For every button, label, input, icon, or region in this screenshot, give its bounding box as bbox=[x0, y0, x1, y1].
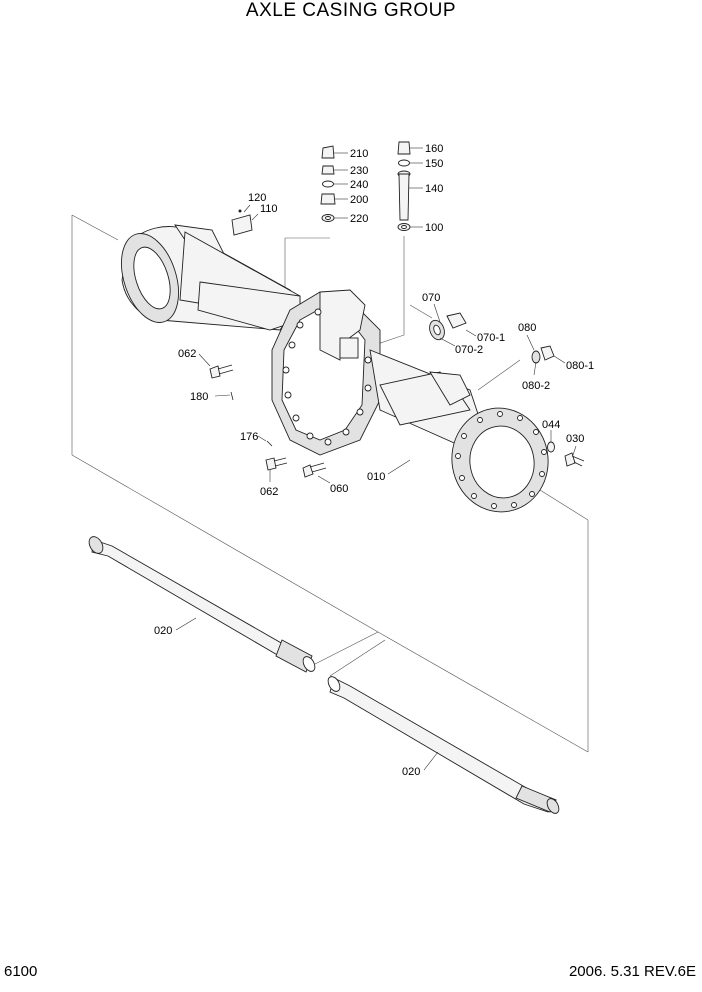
plug-080-group bbox=[531, 345, 555, 364]
plug-stack bbox=[320, 145, 336, 222]
label-020-right: 020 bbox=[402, 766, 420, 778]
label-080: 080 bbox=[518, 322, 536, 334]
label-176: 176 bbox=[240, 431, 258, 443]
label-220: 220 bbox=[350, 213, 368, 225]
label-080-2: 080-2 bbox=[522, 380, 550, 392]
label-160: 160 bbox=[425, 143, 443, 155]
flange-bolt-holes bbox=[455, 411, 547, 509]
label-070: 070 bbox=[422, 292, 440, 304]
breather-stack bbox=[397, 141, 411, 231]
label-100: 100 bbox=[425, 222, 443, 234]
label-200: 200 bbox=[350, 194, 368, 206]
label-030: 030 bbox=[566, 433, 584, 445]
revision-date: 2006. 5.31 REV.6E bbox=[568, 963, 696, 980]
label-210: 210 bbox=[350, 148, 368, 160]
plug-070-group bbox=[429, 312, 467, 341]
axle-shaft-right bbox=[327, 676, 560, 814]
bolts bbox=[209, 364, 585, 478]
label-062-lower: 062 bbox=[260, 486, 278, 498]
label-230: 230 bbox=[350, 165, 368, 177]
page-number: 6100 bbox=[4, 963, 38, 980]
page-title: AXLE CASING GROUP bbox=[245, 0, 457, 21]
label-020-left: 020 bbox=[154, 625, 172, 637]
label-044: 044 bbox=[542, 419, 560, 431]
label-140: 140 bbox=[425, 183, 443, 195]
label-180: 180 bbox=[190, 391, 208, 403]
label-080-1: 080-1 bbox=[566, 360, 594, 372]
label-240: 240 bbox=[350, 179, 368, 191]
label-060: 060 bbox=[330, 483, 348, 495]
label-070-2: 070-2 bbox=[455, 344, 483, 356]
label-070-1: 070-1 bbox=[477, 332, 505, 344]
label-120: 120 bbox=[248, 192, 266, 204]
axle-casing bbox=[121, 224, 549, 513]
label-010: 010 bbox=[367, 471, 385, 483]
carrier-bolt-holes bbox=[282, 308, 372, 446]
label-062-upper: 062 bbox=[178, 348, 196, 360]
part-labels: 210 230 240 200 220 160 150 140 100 120 … bbox=[154, 143, 594, 778]
label-150: 150 bbox=[425, 158, 443, 170]
label-110: 110 bbox=[260, 203, 278, 215]
axle-shaft-left bbox=[88, 536, 316, 673]
leader-lines bbox=[175, 147, 577, 771]
cover-plate bbox=[231, 209, 253, 236]
